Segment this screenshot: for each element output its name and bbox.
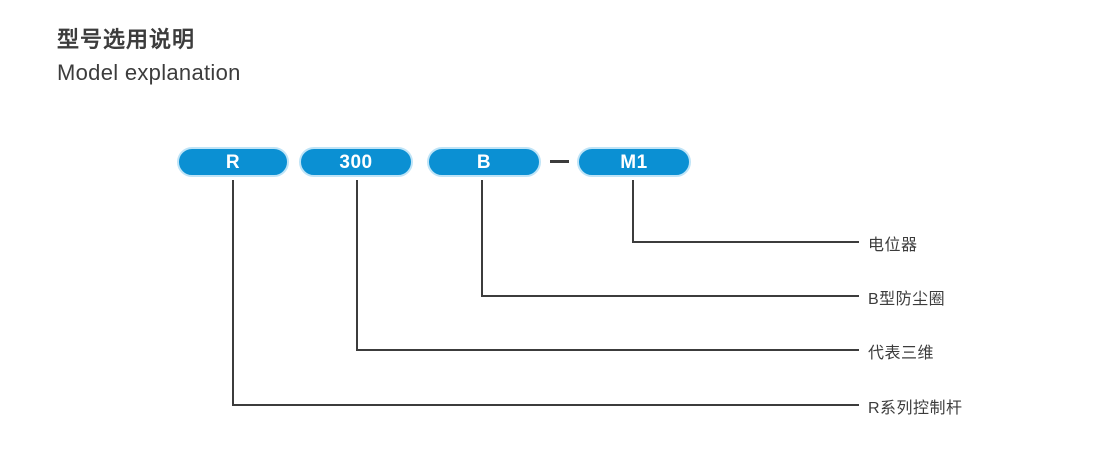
- leader-line-horizontal-size: [356, 349, 859, 351]
- leader-line-horizontal-seal: [481, 295, 859, 297]
- callout-label-seal: B型防尘圈: [868, 291, 946, 308]
- model-token-seal: B: [427, 147, 541, 177]
- callout-label-series: R系列控制杆: [868, 400, 963, 417]
- leader-line-vertical-seal: [481, 180, 483, 296]
- page-title-en: Model explanation: [57, 60, 241, 85]
- page-title-cn: 型号选用说明: [57, 27, 196, 52]
- leader-line-vertical-series: [232, 180, 234, 406]
- leader-line-vertical-size: [356, 180, 358, 350]
- model-code-separator-dash: [550, 160, 569, 163]
- callout-label-size: 代表三维: [868, 345, 935, 362]
- callout-label-output: 电位器: [868, 237, 918, 254]
- model-token-output: M1: [577, 147, 691, 177]
- leader-line-horizontal-series: [232, 404, 859, 406]
- leader-line-vertical-output: [632, 180, 634, 242]
- model-token-size: 300: [299, 147, 413, 177]
- leader-line-horizontal-output: [632, 241, 859, 243]
- model-token-series: R: [177, 147, 289, 177]
